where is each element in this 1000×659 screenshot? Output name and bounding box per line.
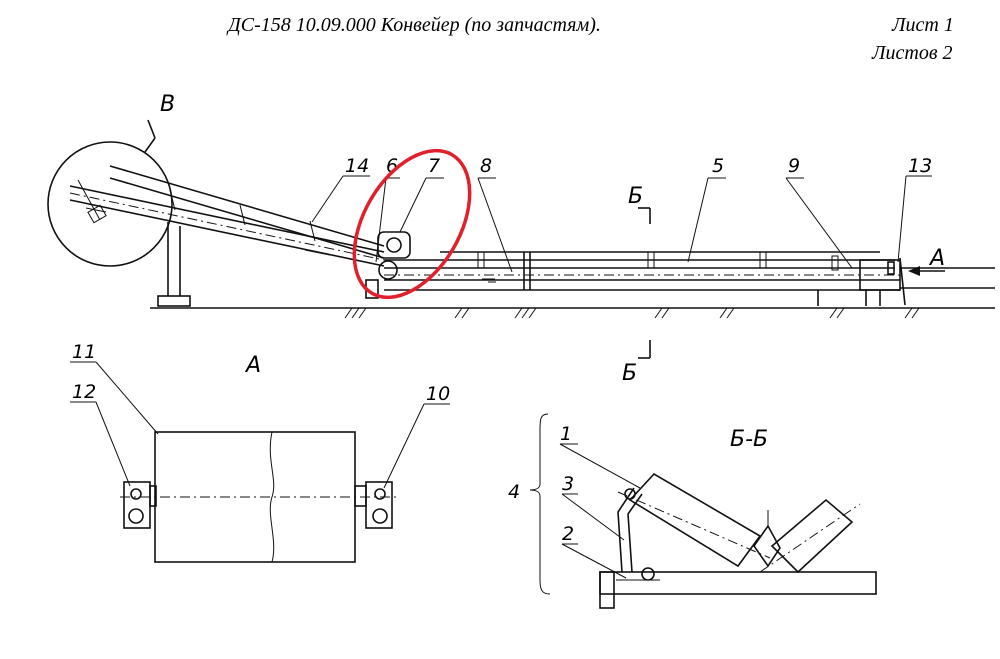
callout-3: 3 bbox=[562, 473, 574, 495]
view-a-drum: А 11 12 10 bbox=[70, 341, 450, 563]
view-a-arrow-label: А bbox=[928, 246, 945, 271]
callout-8: 8 bbox=[480, 155, 492, 177]
callout-7: 7 bbox=[428, 155, 440, 177]
callout-2: 2 bbox=[562, 523, 574, 545]
callout-1: 1 bbox=[560, 423, 572, 445]
section-b-b: Б-Б 4 1 3 2 bbox=[508, 413, 877, 609]
view-a-title: А bbox=[244, 353, 261, 378]
drawing-title: ДС-158 10.09.000 Конвейер (по запчастям)… bbox=[228, 14, 601, 36]
side-view: А В Б Б 14 6 7 8 5 9 bbox=[47, 92, 995, 386]
callout-13: 13 bbox=[908, 155, 932, 177]
section-mark-bottom: Б bbox=[622, 361, 637, 386]
callout-11: 11 bbox=[72, 341, 96, 363]
detail-b-label: В bbox=[160, 92, 175, 117]
section-view-title: Б-Б bbox=[730, 427, 768, 452]
section-mark-top: Б bbox=[628, 184, 643, 209]
callout-5: 5 bbox=[712, 155, 724, 177]
callout-4: 4 bbox=[508, 481, 520, 503]
callout-9: 9 bbox=[788, 155, 800, 177]
sheet-number: Лист 1 bbox=[892, 14, 954, 36]
callout-10: 10 bbox=[426, 383, 450, 405]
highlight-ellipse bbox=[352, 148, 472, 300]
callout-12: 12 bbox=[72, 381, 96, 403]
callout-14: 14 bbox=[345, 155, 369, 177]
sheets-total: Листов 2 bbox=[872, 42, 953, 64]
